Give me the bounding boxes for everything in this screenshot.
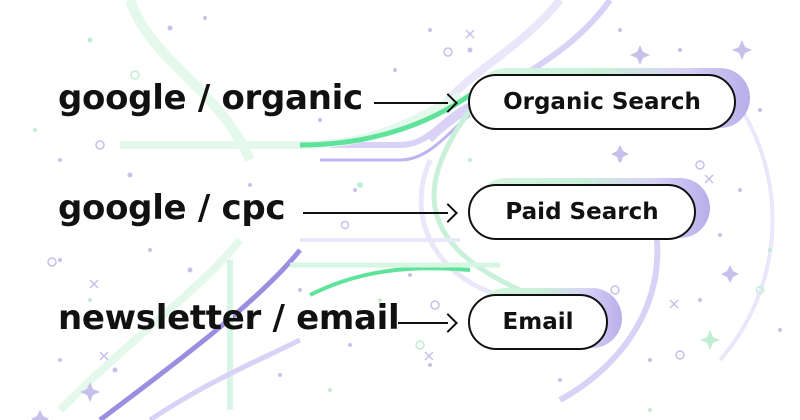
source-label: newsletter / email xyxy=(58,298,400,338)
decorative-line xyxy=(299,92,472,148)
decorative-dots xyxy=(33,37,772,412)
decorative-line xyxy=(309,266,471,297)
channel-label: Paid Search xyxy=(468,184,696,240)
channel-pill-organic-search: Organic Search xyxy=(468,68,750,132)
decorative-line xyxy=(330,102,472,148)
decorative-arc xyxy=(98,248,302,420)
arrow-icon xyxy=(398,313,458,333)
source-label: google / organic xyxy=(58,78,363,118)
channel-label: Organic Search xyxy=(468,74,736,130)
arrow-icon xyxy=(374,93,458,113)
channel-pill-email: Email xyxy=(468,288,622,352)
mapping-row-email: newsletter / email Email xyxy=(0,288,800,358)
decorative-arc xyxy=(57,237,244,413)
arrow-icon xyxy=(303,203,458,223)
decorative-sparkles xyxy=(31,40,752,420)
decorative-arc xyxy=(431,108,522,293)
decorative-rings xyxy=(130,70,765,350)
mapping-row-paid: google / cpc Paid Search xyxy=(0,178,800,248)
decorative-arc xyxy=(125,0,255,162)
channel-pill-paid-search: Paid Search xyxy=(468,178,710,242)
channel-label: Email xyxy=(468,294,608,350)
source-label: google / cpc xyxy=(58,188,286,228)
mapping-row-organic: google / organic Organic Search xyxy=(0,68,800,138)
decorative-rings xyxy=(47,47,705,360)
decorative-dots xyxy=(58,16,782,382)
decorative-arc xyxy=(148,337,302,420)
decorative-crosses xyxy=(89,29,714,361)
